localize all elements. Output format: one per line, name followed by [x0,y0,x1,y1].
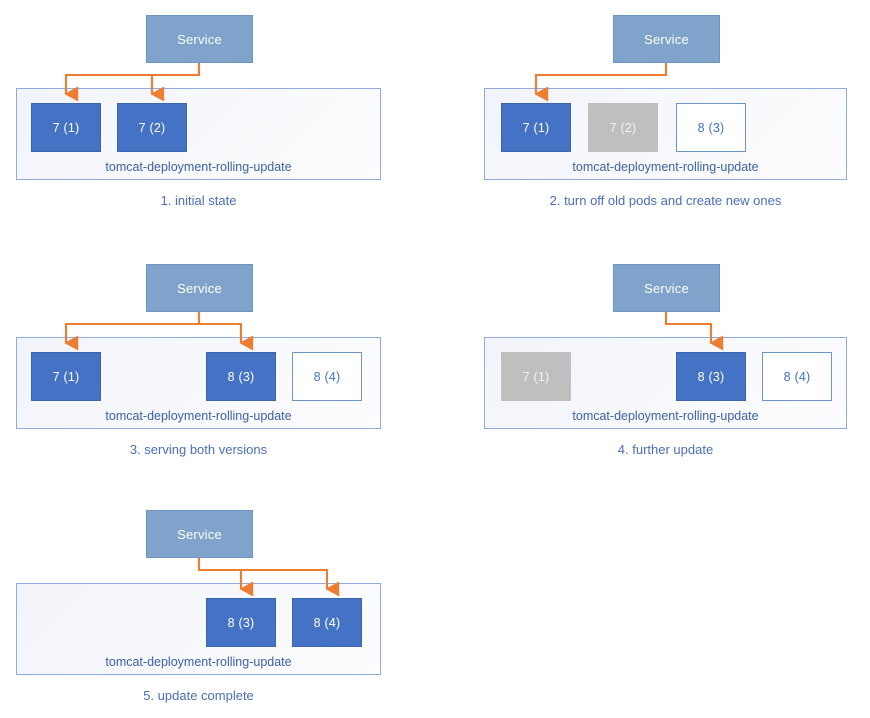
pod-8-4: 8 (4) [292,352,362,401]
panel-caption: 3. serving both versions [129,442,268,457]
pod-7-1: 7 (1) [501,352,571,401]
pod-8-3: 8 (3) [676,103,746,152]
service-box: Service [146,15,253,63]
panel-caption: 5. update complete [143,688,254,703]
pod-7-1: 7 (1) [501,103,571,152]
pod-7-2: 7 (2) [117,103,187,152]
panel-caption: 4. further update [617,442,714,457]
deployment-name-label: tomcat-deployment-rolling-update [105,409,292,423]
pod-7-2: 7 (2) [588,103,658,152]
pod-8-4: 8 (4) [292,598,362,647]
service-box: Service [146,510,253,558]
service-box: Service [613,264,720,312]
service-box: Service [146,264,253,312]
deployment-name-label: tomcat-deployment-rolling-update [572,409,759,423]
service-box: Service [613,15,720,63]
panel-caption: 1. initial state [160,193,237,208]
pod-8-4: 8 (4) [762,352,832,401]
deployment-name-label: tomcat-deployment-rolling-update [572,160,759,174]
pod-8-3: 8 (3) [676,352,746,401]
pod-7-1: 7 (1) [31,352,101,401]
deployment-name-label: tomcat-deployment-rolling-update [105,160,292,174]
pod-8-3: 8 (3) [206,352,276,401]
pod-7-1: 7 (1) [31,103,101,152]
panel-caption: 2. turn off old pods and create new ones [549,193,782,208]
pod-8-3: 8 (3) [206,598,276,647]
deployment-name-label: tomcat-deployment-rolling-update [105,655,292,669]
